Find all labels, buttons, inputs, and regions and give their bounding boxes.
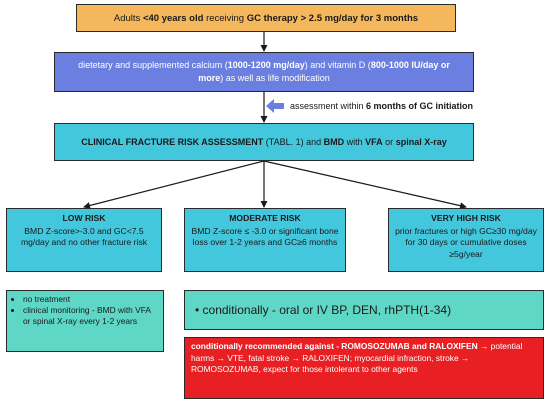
arrow-to-low-risk: [83, 160, 265, 209]
arrow-to-very-high-risk: [263, 160, 467, 210]
very-high-risk-title: VERY HIGH RISK: [431, 213, 501, 223]
very-high-risk-box: VERY HIGH RISK prior fractures or high G…: [388, 208, 544, 272]
low-risk-criteria: BMD Z-score>-3.0 and GC<7.5 mg/day and n…: [20, 225, 148, 248]
low-risk-title: LOW RISK: [62, 213, 106, 223]
low-risk-management-box: no treatment clinical monitoring - BMD w…: [6, 290, 164, 352]
moderate-risk-title: MODERATE RISK: [229, 213, 301, 223]
moderate-risk-box: MODERATE RISK BMD Z-score ≤ -3.0 or sign…: [184, 208, 346, 272]
left-arrow-icon: [266, 99, 284, 113]
recommended-against-box: conditionally recommended against - ROMO…: [184, 337, 544, 399]
list-item: clinical monitoring - BMD with VFA or sp…: [23, 305, 159, 327]
conditional-treatment-box: • conditionally - oral or IV BP, DEN, rh…: [184, 290, 544, 330]
calcium-vitamin-d-box: dietetary and supplemented calcium (1000…: [54, 52, 474, 92]
low-risk-box: LOW RISK BMD Z-score>-3.0 and GC<7.5 mg/…: [6, 208, 162, 272]
list-item: no treatment: [23, 294, 159, 305]
fracture-risk-assessment-box: CLINICAL FRACTURE RISK ASSESSMENT (TABL.…: [54, 123, 474, 161]
conditional-treatment-text: • conditionally - oral or IV BP, DEN, rh…: [195, 303, 452, 317]
assessment-timing-note: assessment within 6 months of GC initiat…: [266, 98, 473, 114]
very-high-risk-criteria: prior fractures or high GC≥30 mg/day for…: [395, 225, 537, 259]
moderate-risk-criteria: BMD Z-score ≤ -3.0 or significant bone l…: [191, 225, 339, 248]
patient-criteria-box: Adults <40 years old receiving GC therap…: [76, 4, 456, 32]
